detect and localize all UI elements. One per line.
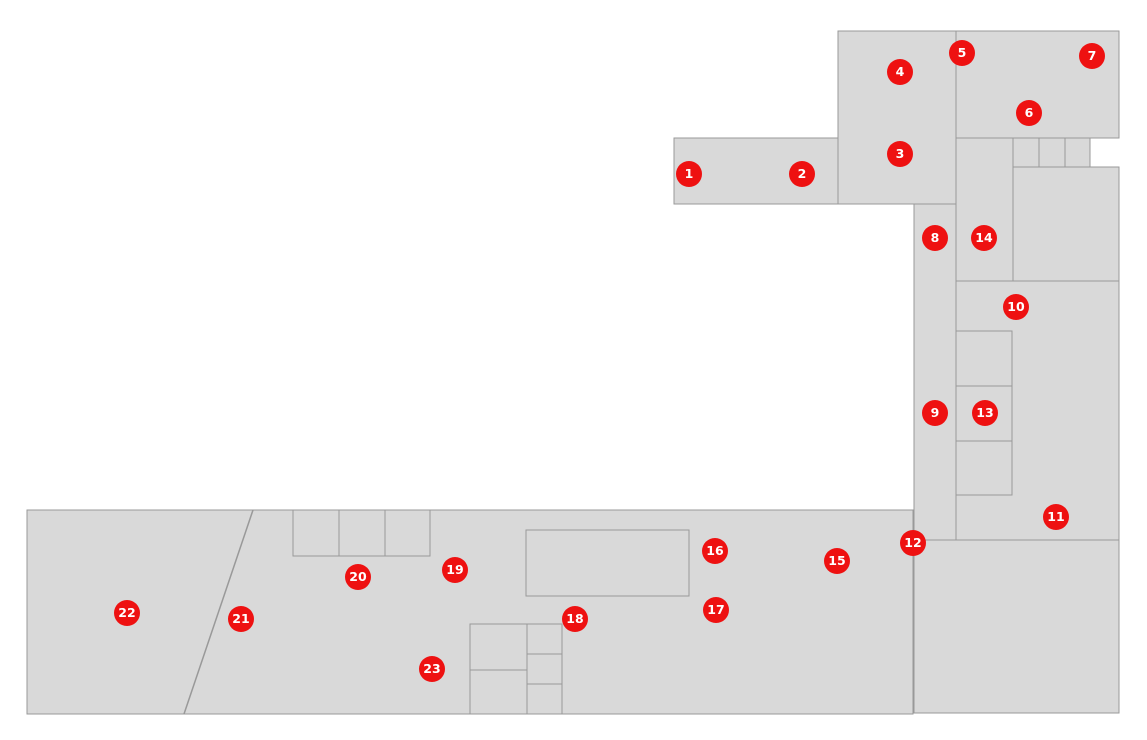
room-small-cell[interactable] — [1064, 137, 1091, 168]
room-small-cell[interactable] — [384, 509, 431, 557]
marker-13[interactable]: 13 — [972, 400, 998, 426]
room-small-cell[interactable] — [955, 440, 1013, 496]
marker-20[interactable]: 20 — [345, 564, 371, 590]
marker-1[interactable]: 1 — [676, 161, 702, 187]
room-central-block[interactable] — [525, 529, 690, 597]
room-small-cell[interactable] — [1012, 137, 1040, 168]
marker-15[interactable]: 15 — [824, 548, 850, 574]
marker-3[interactable]: 3 — [887, 141, 913, 167]
marker-23[interactable]: 23 — [419, 656, 445, 682]
room-small-cell[interactable] — [338, 509, 386, 557]
room-small-cell[interactable] — [526, 683, 563, 715]
marker-16[interactable]: 16 — [702, 538, 728, 564]
room-small-cell[interactable] — [526, 653, 563, 685]
marker-17[interactable]: 17 — [703, 597, 729, 623]
room-small-cell[interactable] — [469, 669, 528, 715]
marker-18[interactable]: 18 — [562, 606, 588, 632]
room-small-cell[interactable] — [292, 509, 340, 557]
marker-11[interactable]: 11 — [1043, 504, 1069, 530]
marker-5[interactable]: 5 — [949, 40, 975, 66]
room-small-cell[interactable] — [526, 623, 563, 655]
room-southeast[interactable] — [913, 539, 1120, 714]
room-vertical-corridor[interactable] — [913, 203, 957, 567]
marker-10[interactable]: 10 — [1003, 294, 1029, 320]
marker-22[interactable]: 22 — [114, 600, 140, 626]
marker-7[interactable]: 7 — [1079, 43, 1105, 69]
diagonal-wall — [183, 509, 254, 715]
marker-2[interactable]: 2 — [789, 161, 815, 187]
marker-12[interactable]: 12 — [900, 530, 926, 556]
room-small-cell[interactable] — [469, 623, 528, 671]
room-upper-middle[interactable] — [837, 30, 957, 205]
marker-4[interactable]: 4 — [887, 59, 913, 85]
marker-6[interactable]: 6 — [1016, 100, 1042, 126]
marker-14[interactable]: 14 — [971, 225, 997, 251]
marker-21[interactable]: 21 — [228, 606, 254, 632]
marker-8[interactable]: 8 — [922, 225, 948, 251]
room-14[interactable] — [955, 137, 1014, 282]
room-small-cell[interactable] — [955, 330, 1013, 387]
room-small-cell[interactable] — [1038, 137, 1066, 168]
marker-19[interactable]: 19 — [442, 557, 468, 583]
marker-9[interactable]: 9 — [922, 400, 948, 426]
